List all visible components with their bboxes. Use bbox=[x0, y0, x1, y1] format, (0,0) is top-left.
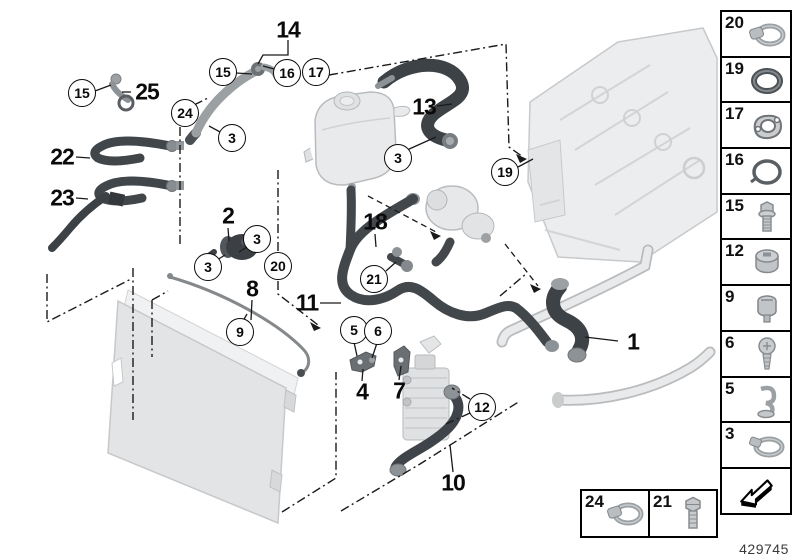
hose-10 bbox=[389, 384, 464, 477]
hose-1 bbox=[546, 278, 590, 363]
callout-14[interactable]: 14 bbox=[276, 16, 301, 43]
continue-arrow-icon bbox=[732, 471, 782, 513]
screw-icon bbox=[746, 335, 788, 375]
legend-item-12[interactable]: 12 bbox=[720, 238, 792, 287]
band-clamp-icon bbox=[746, 426, 788, 466]
callout-22[interactable]: 22 bbox=[50, 143, 75, 170]
callout-4[interactable]: 4 bbox=[356, 378, 369, 405]
callout-13[interactable]: 13 bbox=[412, 93, 437, 120]
legend-item-number: 24 bbox=[585, 492, 604, 511]
callout-20[interactable]: 20 bbox=[264, 252, 292, 280]
coolant-pump bbox=[425, 185, 495, 267]
flange-bolt-icon bbox=[746, 198, 788, 238]
hose-23 bbox=[48, 176, 184, 252]
bracket-7 bbox=[393, 345, 411, 377]
legend-item-5[interactable]: 5 bbox=[720, 375, 792, 424]
legend-item-15[interactable]: 15 bbox=[720, 192, 792, 241]
callout-12[interactable]: 12 bbox=[468, 393, 496, 421]
callout-24[interactable]: 24 bbox=[171, 99, 199, 127]
legend-item-more[interactable] bbox=[720, 466, 792, 515]
callout-18[interactable]: 18 bbox=[363, 208, 388, 235]
callout-17[interactable]: 17 bbox=[302, 58, 330, 86]
legend-item-number: 15 bbox=[725, 195, 744, 215]
clip-icon bbox=[746, 381, 788, 421]
legend-item-number: 17 bbox=[725, 104, 744, 124]
legend-item-6[interactable]: 6 bbox=[720, 329, 792, 378]
legend-item-24[interactable]: 24 bbox=[580, 489, 650, 538]
arrowheads bbox=[310, 154, 541, 331]
bracket-4 bbox=[349, 351, 377, 373]
callout-21[interactable]: 21 bbox=[360, 265, 388, 293]
diagram-number: 429745 bbox=[739, 541, 789, 557]
o-ring-icon bbox=[746, 61, 788, 101]
radiator bbox=[107, 289, 299, 525]
legend-item-number: 21 bbox=[653, 492, 672, 511]
callout-7[interactable]: 7 bbox=[393, 377, 406, 404]
legend-item-number: 19 bbox=[725, 58, 744, 78]
callout-3[interactable]: 3 bbox=[218, 124, 246, 152]
dashed-pointers bbox=[367, 195, 539, 287]
legend-item-21[interactable]: 21 bbox=[648, 489, 718, 538]
transmission-cooler bbox=[402, 335, 450, 441]
callout-3[interactable]: 3 bbox=[243, 225, 271, 253]
legend-item-9[interactable]: 9 bbox=[720, 284, 792, 332]
vent-pipe-8 bbox=[167, 273, 311, 377]
legend-sidebar: 20 19 17 16 15 12 9 6 5 3 bbox=[720, 10, 792, 515]
hose-22 bbox=[90, 136, 184, 166]
callout-15[interactable]: 15 bbox=[68, 79, 96, 107]
engine-block bbox=[527, 27, 718, 263]
callout-15[interactable]: 15 bbox=[209, 58, 237, 86]
sealing-ring-icon bbox=[746, 152, 788, 192]
callout-16[interactable]: 16 bbox=[273, 59, 301, 87]
callout-8[interactable]: 8 bbox=[246, 275, 259, 302]
legend-item-number: 3 bbox=[725, 424, 735, 444]
legend-item-20[interactable]: 20 bbox=[720, 10, 792, 58]
callout-3[interactable]: 3 bbox=[384, 144, 412, 172]
hose-13 bbox=[375, 58, 469, 149]
callout-1[interactable]: 1 bbox=[627, 328, 640, 355]
callout-11[interactable]: 11 bbox=[295, 289, 319, 316]
gasket-icon bbox=[746, 106, 788, 146]
callout-9[interactable]: 9 bbox=[226, 318, 254, 346]
expansion-tank bbox=[303, 91, 411, 191]
legend-item-3[interactable]: 3 bbox=[720, 421, 792, 469]
hose-clamp-icon bbox=[604, 494, 646, 534]
legend-item-19[interactable]: 19 bbox=[720, 55, 792, 104]
hose-network-11-18 bbox=[337, 185, 559, 352]
callout-25[interactable]: 25 bbox=[135, 78, 160, 105]
coupling-icon bbox=[746, 243, 788, 283]
legend-item-16[interactable]: 16 bbox=[720, 147, 792, 195]
legend-item-number: 6 bbox=[725, 332, 735, 352]
callout-10[interactable]: 10 bbox=[441, 469, 466, 496]
bracket-25 bbox=[109, 73, 135, 112]
plug-icon bbox=[746, 289, 788, 329]
legend-item-number: 20 bbox=[725, 13, 744, 32]
callout-6[interactable]: 6 bbox=[364, 317, 392, 345]
legend-item-17[interactable]: 17 bbox=[720, 101, 792, 150]
hose-clamp-icon bbox=[746, 15, 788, 55]
legend-bottom: 24 21 bbox=[580, 489, 718, 538]
callout-2[interactable]: 2 bbox=[222, 202, 235, 229]
legend-item-number: 5 bbox=[725, 378, 735, 398]
legend-item-number: 9 bbox=[725, 287, 735, 307]
callout-19[interactable]: 19 bbox=[491, 158, 519, 186]
construction-lines bbox=[46, 43, 528, 513]
callout-23[interactable]: 23 bbox=[50, 184, 75, 211]
callout-3[interactable]: 3 bbox=[194, 253, 222, 281]
hex-bolt-icon bbox=[672, 494, 714, 534]
legend-item-number: 16 bbox=[725, 150, 744, 170]
legend-item-number: 12 bbox=[725, 241, 744, 261]
